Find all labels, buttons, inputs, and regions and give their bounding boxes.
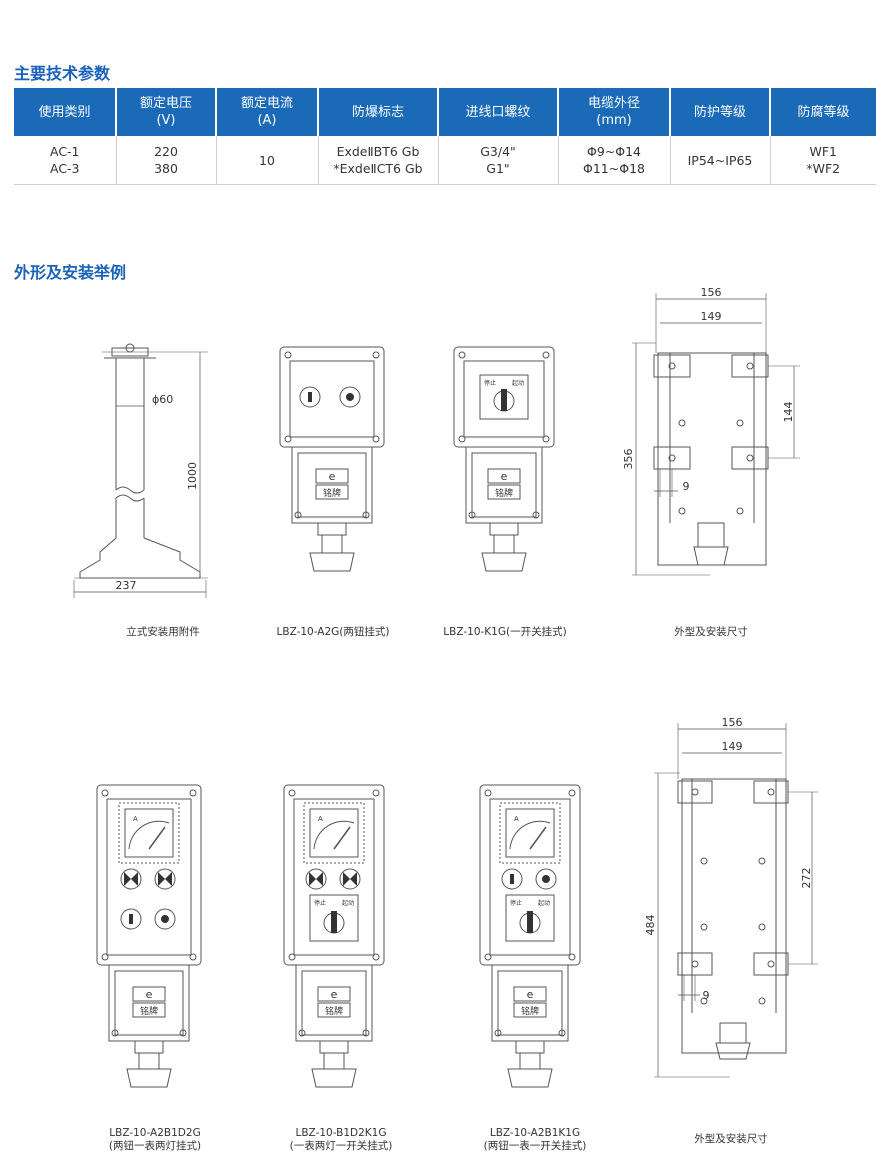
b1d2k1g-plate-label: 铭牌 bbox=[325, 1005, 343, 1017]
caption-b1d2k1g: LBZ-10-B1D2K1G(一表两灯一开关挂式) bbox=[289, 1127, 393, 1152]
b1d2k1g-logo: e bbox=[331, 988, 338, 1001]
dim2-w-outer: 156 bbox=[722, 716, 743, 729]
b1d2k1g-switch-start: 起动 bbox=[342, 899, 354, 907]
caption-dim2: 外型及安装尺寸 bbox=[694, 1133, 768, 1145]
a2g-plate-label: 铭牌 bbox=[323, 487, 341, 499]
b1d2k1g-drawing: A 停止 起动 e 铭牌 bbox=[283, 784, 385, 1088]
a2b1k1g-meter-unit: A bbox=[514, 815, 519, 823]
dim1-h-total: 356 bbox=[622, 449, 635, 470]
a2b1k1g-switch-stop: 停止 bbox=[510, 899, 522, 907]
k1g-logo: e bbox=[501, 470, 508, 483]
header-thread: 进线口螺纹 bbox=[437, 88, 558, 136]
table-header-row: 使用类别 额定电压(V) 额定电流(A) 防爆标志 进线口螺纹 电缆外径(mm)… bbox=[14, 88, 876, 136]
cell-thread: G3/4"G1" bbox=[437, 136, 558, 185]
header-ex-mark: 防爆标志 bbox=[317, 88, 438, 136]
header-category: 使用类别 bbox=[14, 88, 116, 136]
b1d2k1g-switch-stop: 停止 bbox=[314, 899, 326, 907]
dimension-drawing-2: 156 149 484 272 9 bbox=[644, 716, 818, 1078]
stand-dia-label: ϕ60 bbox=[152, 393, 173, 406]
caption-stand: 立式安装用附件 bbox=[126, 626, 200, 638]
spec-table: 使用类别 额定电压(V) 额定电流(A) 防爆标志 进线口螺纹 电缆外径(mm)… bbox=[14, 88, 876, 185]
a2b1d2g-meter-unit: A bbox=[133, 815, 138, 823]
header-ip: 防护等级 bbox=[669, 88, 770, 136]
dim2-w-inner: 149 bbox=[722, 740, 743, 753]
k1g-plate-label: 铭牌 bbox=[495, 487, 513, 499]
stand-width-label: 237 bbox=[116, 579, 137, 592]
dim1-w-outer: 156 bbox=[701, 286, 722, 299]
a2g-drawing: e 铭牌 bbox=[279, 346, 385, 572]
dim2-slot: 9 bbox=[703, 989, 710, 1002]
cell-ex-mark: ExdeⅡBT6 Gb*ExdeⅡCT6 Gb bbox=[317, 136, 438, 185]
header-current: 额定电流(A) bbox=[215, 88, 318, 136]
cell-current: 10 bbox=[215, 136, 318, 185]
stand-height-label: 1000 bbox=[186, 462, 199, 490]
dim1-w-inner: 149 bbox=[701, 310, 722, 323]
dim2-h-total: 484 bbox=[644, 915, 657, 936]
a2b1k1g-logo: e bbox=[527, 988, 534, 1001]
a2b1k1g-switch-start: 起动 bbox=[538, 899, 550, 907]
a2b1d2g-drawing: A e 铭牌 bbox=[96, 784, 202, 1088]
stand-accessory-drawing: ϕ60 1000 237 bbox=[73, 343, 208, 598]
cell-anticorrosion: WF1*WF2 bbox=[769, 136, 876, 185]
a2b1d2g-logo: e bbox=[146, 988, 153, 1001]
a2g-logo: e bbox=[329, 470, 336, 483]
section-title-tech: 主要技术参数 bbox=[14, 64, 111, 83]
section-title-shape: 外形及安装举例 bbox=[14, 263, 127, 282]
k1g-switch-stop: 停止 bbox=[484, 379, 496, 387]
dim2-h-mount: 272 bbox=[800, 868, 813, 889]
header-cable-diameter: 电缆外径(mm) bbox=[557, 88, 670, 136]
k1g-switch-start: 起动 bbox=[512, 379, 524, 387]
caption-a2b1d2g: LBZ-10-A2B1D2G(两钮一表两灯挂式) bbox=[108, 1127, 202, 1152]
a2b1d2g-plate-label: 铭牌 bbox=[140, 1005, 158, 1017]
caption-a2b1k1g: LBZ-10-A2B1K1G(两钮一表一开关挂式) bbox=[483, 1127, 587, 1152]
header-anticorrosion: 防腐等级 bbox=[769, 88, 876, 136]
caption-k1g: LBZ-10-K1G(一开关挂式) bbox=[443, 626, 567, 638]
cell-ip: IP54~IP65 bbox=[669, 136, 770, 185]
k1g-drawing: 停止 起动 e 铭牌 bbox=[453, 346, 555, 572]
a2b1k1g-plate-label: 铭牌 bbox=[521, 1005, 539, 1017]
b1d2k1g-meter-unit: A bbox=[318, 815, 323, 823]
dim1-h-mount: 144 bbox=[782, 402, 795, 423]
caption-dim1: 外型及安装尺寸 bbox=[674, 626, 748, 638]
a2b1k1g-drawing: A 停止 起动 e 铭牌 bbox=[479, 784, 581, 1088]
header-voltage: 额定电压(V) bbox=[115, 88, 216, 136]
dim1-slot: 9 bbox=[683, 480, 690, 493]
dimension-drawing-1: 156 149 356 144 9 bbox=[622, 286, 800, 576]
caption-a2g: LBZ-10-A2G(两钮挂式) bbox=[276, 626, 390, 638]
